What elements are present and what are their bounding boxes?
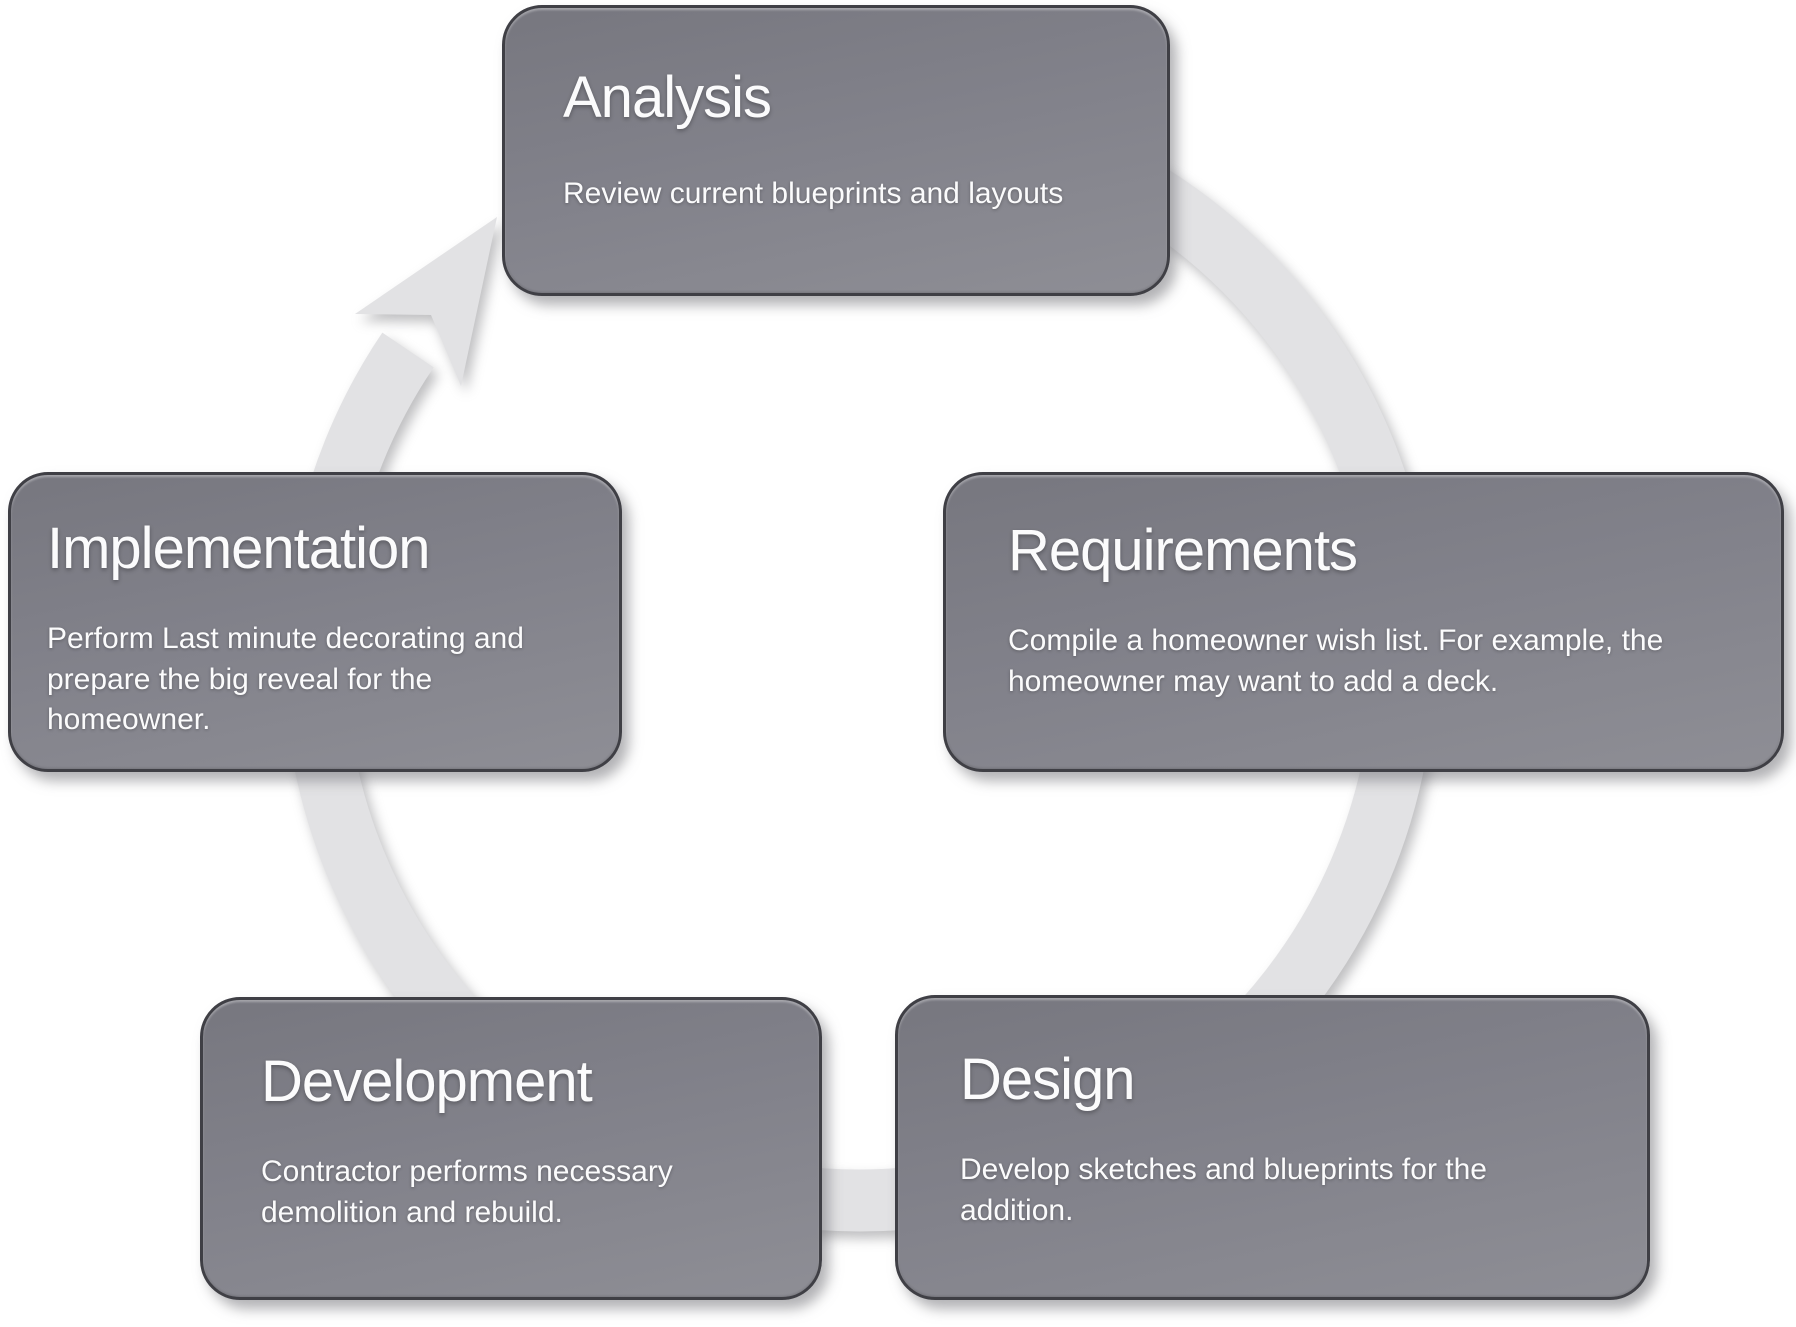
step-title-development: Development bbox=[261, 1049, 593, 1114]
step-box-requirements: Requirements Compile a homeowner wish li… bbox=[943, 472, 1784, 772]
step-description-design: Develop sketches and blueprints for the … bbox=[960, 1152, 1487, 1227]
step-title-analysis: Analysis bbox=[563, 65, 772, 130]
step-box-implementation: Implementation Perform Last minute decor… bbox=[8, 472, 622, 772]
step-box-development: Development Contractor performs necessar… bbox=[200, 997, 822, 1300]
step-box-analysis: Analysis Review current blueprints and l… bbox=[502, 5, 1170, 296]
step-title-requirements: Requirements bbox=[1008, 518, 1358, 583]
step-title-implementation: Implementation bbox=[47, 516, 431, 581]
step-box-design: Design Develop sketches and blueprints f… bbox=[895, 995, 1650, 1300]
cycle-arrowhead-icon bbox=[355, 217, 497, 386]
step-description-analysis: Review current blueprints and layouts bbox=[563, 176, 1064, 210]
step-description-implementation: Perform Last minute decorating and prepa… bbox=[47, 621, 524, 737]
step-description-requirements: Compile a homeowner wish list. For examp… bbox=[1008, 623, 1664, 698]
step-description-development: Contractor performs necessary demolition… bbox=[261, 1154, 673, 1229]
step-title-design: Design bbox=[960, 1047, 1136, 1112]
